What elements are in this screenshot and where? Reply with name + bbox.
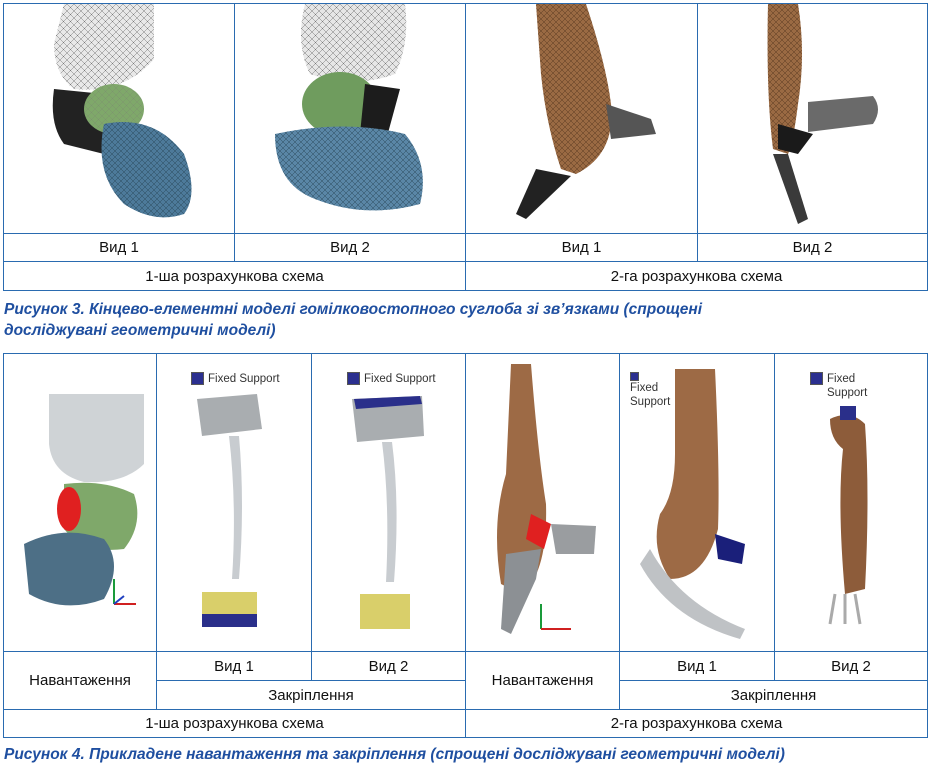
fig4-view-label: Вид 1 <box>214 657 254 675</box>
fixed-support-legend: Fixed Support <box>347 372 436 386</box>
fig3-scheme2-label: 2-га розрахункова схема <box>610 267 783 285</box>
figure4-caption: Рисунок 4. Прикладене навантаження та за… <box>4 746 785 763</box>
figure3-caption-line2: досліджувані геометричні моделі) <box>4 322 276 339</box>
fig4-scheme1-label: 1-ша розрахункова схема <box>145 715 324 732</box>
fig3-view-label: Вид 2 <box>792 239 833 256</box>
fig3-divider <box>697 3 698 261</box>
fig4-divider <box>156 680 465 681</box>
fig4-view-label: Вид 1 <box>677 657 717 675</box>
fig4-fixing-label-2: Закріплення <box>730 686 817 704</box>
figure3-caption: Рисунок 3. Кінцево-елементні моделі гомі… <box>4 299 924 341</box>
fixed-support-marker <box>191 372 204 385</box>
fe-model-scheme1-view1 <box>4 4 234 233</box>
fixed-support-marker <box>347 372 360 385</box>
fig4-load-label-2: Навантаження <box>491 672 594 689</box>
fig3-divider <box>3 261 928 262</box>
fig4-divider <box>311 353 312 680</box>
fig3-view-label: Вид 1 <box>561 239 602 256</box>
fixing-scheme1-view1-image: Fixed Support <box>157 354 311 651</box>
fig4-view-label: Вид 2 <box>831 657 871 675</box>
fixing-scheme2-view1-image: Fixed Support <box>620 354 774 651</box>
fixed-support-legend: Fixed Support <box>630 372 670 409</box>
fig4-divider <box>774 353 775 680</box>
fixed-support-legend: Fixed Support <box>191 372 280 386</box>
fixing-scheme1-view2-image: Fixed Support <box>312 354 465 651</box>
fe-model-scheme1-view2 <box>235 4 465 233</box>
fixing-scheme2-view2-image: Fixed Support <box>775 354 927 651</box>
fig4-divider <box>3 709 928 710</box>
fig4-divider <box>156 353 157 709</box>
fig3-view-label: Вид 1 <box>99 239 139 256</box>
load-scheme2-image <box>466 354 619 651</box>
fig3-scheme1-label: 1-ша розрахункова схема <box>145 267 324 285</box>
fixed-support-marker <box>810 372 823 385</box>
fig3-divider <box>3 233 928 234</box>
fig4-fixing-label-1: Закріплення <box>268 686 354 704</box>
fe-model-scheme2-view2 <box>698 4 927 233</box>
fig4-divider <box>3 651 928 652</box>
fe-model-scheme2-view1 <box>466 4 697 233</box>
fig4-scheme2-label: 2-га розрахункова схема <box>610 715 783 732</box>
figure3-caption-line1: Рисунок 3. Кінцево-елементні моделі гомі… <box>4 301 703 318</box>
fig4-divider <box>619 353 620 709</box>
fig4-divider <box>465 353 466 738</box>
fig3-divider <box>465 3 466 291</box>
fig4-divider <box>619 680 928 681</box>
fixed-support-marker <box>630 372 639 381</box>
load-scheme1-image <box>4 354 156 651</box>
fig4-view-label: Вид 2 <box>368 657 409 675</box>
fig3-divider <box>234 3 235 261</box>
fig3-view-label: Вид 2 <box>330 239 370 256</box>
fig4-load-label-1: Навантаження <box>29 672 131 689</box>
fixed-support-legend: Fixed Support <box>810 372 867 400</box>
